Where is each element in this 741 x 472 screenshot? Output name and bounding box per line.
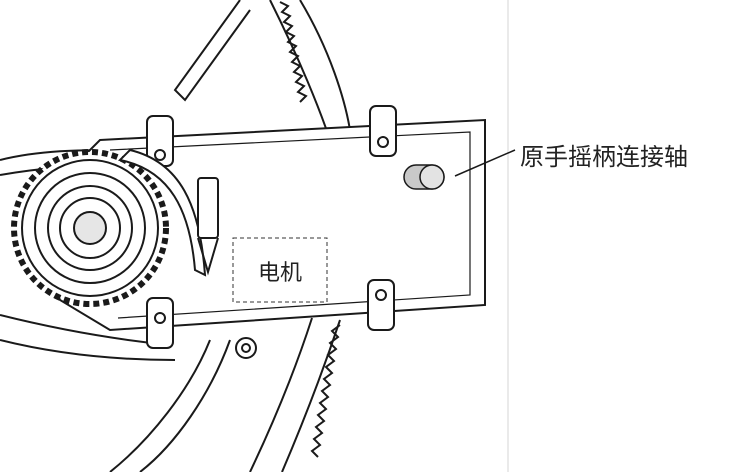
- bolt-hole: [235, 337, 257, 359]
- crank-shaft-cylinder: [403, 164, 445, 190]
- crank-shaft-leader-line: [454, 149, 516, 177]
- mounting-tab-bottom-right: [367, 279, 395, 331]
- mounting-tab-bottom-left: [146, 297, 174, 349]
- mounting-tab-top-left: [146, 115, 174, 167]
- crank-shaft-label: 原手摇柄连接轴: [520, 143, 688, 171]
- sector-gear: [249, 0, 351, 472]
- spring-clip: [117, 148, 219, 277]
- motor-outline: [232, 237, 328, 303]
- mounting-tab-top-right: [369, 105, 397, 157]
- drive-gear: [11, 149, 169, 307]
- motor-label: 电机: [258, 261, 302, 286]
